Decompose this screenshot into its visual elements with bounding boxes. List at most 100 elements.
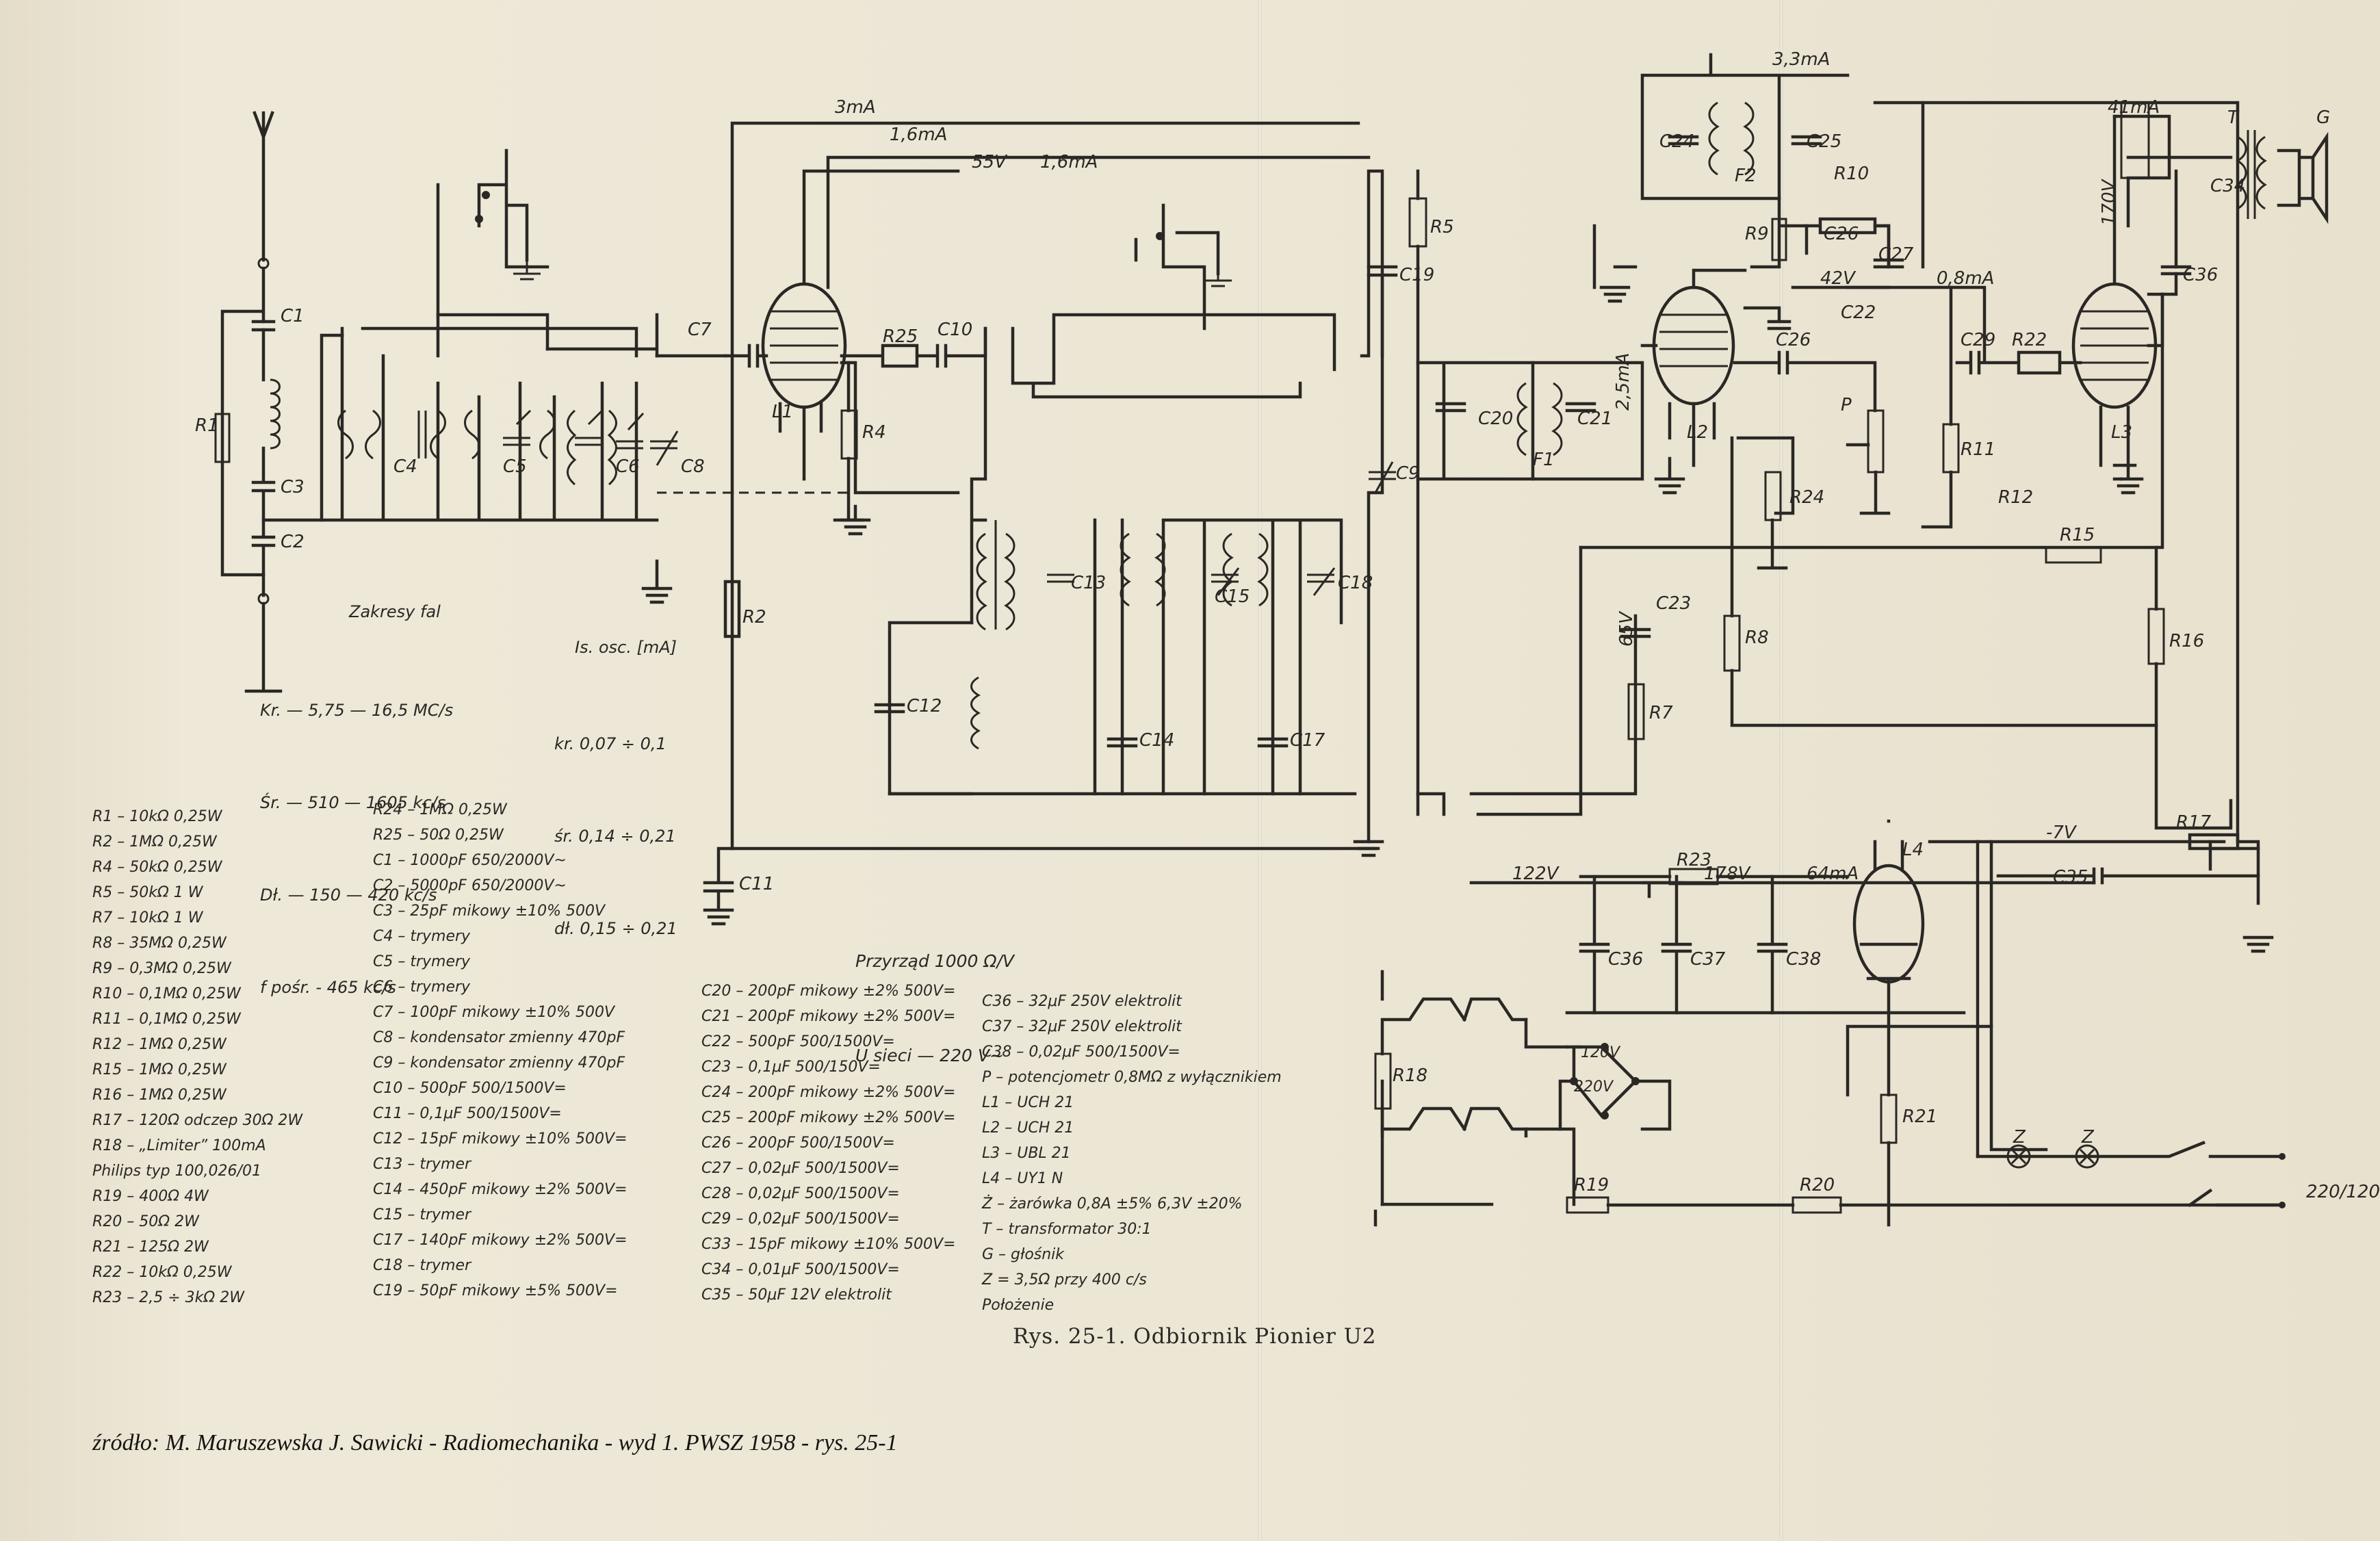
part-spec: L1 – UCH 21 (982, 1094, 1074, 1111)
label-r24: R24 (1789, 487, 1824, 508)
label-l2: L2 (1687, 422, 1708, 443)
voltage-3ma: 3mA (835, 97, 876, 118)
volume-potentiometer (1736, 409, 1891, 570)
part-spec: L2 – UCH 21 (982, 1119, 1074, 1137)
label-c17: C17 (1290, 730, 1325, 751)
label-c4: C4 (393, 456, 417, 477)
part-spec: C21 – 200pF mikowy ±2% 500V= (701, 1008, 956, 1025)
voltage-41ma: 41mA (2108, 97, 2160, 118)
voltage-120v: 120V (1581, 1044, 1621, 1061)
label-r22: R22 (2012, 330, 2047, 350)
voltage-33ma: 3,3mA (1772, 49, 1830, 70)
label-z2: Z (2081, 1127, 2095, 1148)
part-spec: C29 – 0,02μF 500/1500V= (701, 1210, 900, 1228)
label-t: T (2227, 107, 2240, 128)
label-c86: C36 (2183, 265, 2218, 285)
part-spec: Położenie (982, 1297, 1055, 1314)
part-spec: C12 – 15pF mikowy ±10% 500V= (373, 1130, 628, 1148)
label-r21: R21 (1902, 1106, 1937, 1127)
label-c37: C37 (1690, 949, 1726, 970)
range-row: Dł. — 150 — 420 kc/s (260, 885, 437, 905)
label-r5: R5 (1430, 217, 1454, 237)
part-spec: C20 – 200pF mikowy ±2% 500V= (701, 983, 956, 1000)
label-f1: F1 (1533, 450, 1555, 470)
band-switch-center (1011, 169, 1427, 857)
label-r23: R23 (1677, 850, 1711, 870)
tube-l1 (723, 155, 1371, 495)
part-spec: C28 – 0,02μF 500/1500V= (701, 1185, 900, 1202)
label-z1: Z (2013, 1127, 2026, 1148)
feedback-network (1579, 292, 2274, 1152)
part-spec: P – potencjometr 0,8MΩ z wyłącznikiem (982, 1069, 1282, 1086)
voltage-122v: 122V (1512, 864, 1560, 884)
voltage-64ma: 64mA (1807, 864, 1859, 884)
parts-list-3: C20 – 200pF mikowy ±2% 500V= C21 – 200pF … (701, 979, 956, 1308)
range-row: Śr. — 510 — 1605 kc/s (260, 793, 446, 812)
label-r19: R19 (1574, 1175, 1609, 1195)
label-c22: C22 (1841, 302, 1876, 323)
range-row: f pośr. - 465 kc/s (260, 978, 396, 997)
paper-fold (1779, 0, 1783, 1541)
part-spec: R10 – 0,1MΩ 0,25W (92, 985, 241, 1002)
label-c1: C1 (281, 306, 305, 326)
label-c15: C15 (1215, 586, 1250, 607)
part-spec: C11 – 0,1μF 500/1500V= (373, 1105, 562, 1122)
label-c5: C5 (503, 456, 527, 477)
label-r17: R17 (2176, 812, 2212, 833)
part-spec: C1 – 1000pF 650/2000V~ (373, 852, 567, 869)
part-spec: T – transformator 30:1 (982, 1221, 1152, 1238)
part-spec: R24 – 1MΩ 0,25W (373, 801, 507, 818)
label-c3: C3 (281, 477, 305, 497)
part-spec: C15 – trymer (373, 1206, 471, 1223)
voltage-08ma: 0,8mA (1937, 268, 1994, 289)
part-spec: R17 – 120Ω odczep 30Ω 2W (92, 1112, 303, 1129)
part-spec: C36 – 32μF 250V elektrolit (982, 993, 1182, 1010)
label-c20: C20 (1478, 409, 1513, 429)
part-spec: R5 – 50kΩ 1 W (92, 884, 203, 901)
label-r12: R12 (1998, 487, 2033, 508)
osc-current-title: Is. osc. [mA] (575, 638, 677, 657)
mixer-passives (657, 121, 1377, 926)
label-r11: R11 (1961, 439, 1995, 460)
voltage-m7v: -7V (2046, 823, 2078, 843)
heater-chain (1373, 970, 2281, 1227)
label-p: P (1841, 395, 1852, 415)
part-spec: R18 – „Limiter” 100mA (92, 1137, 266, 1154)
part-spec: R25 – 50Ω 0,25W (373, 827, 504, 844)
voltage-65v: 65V (1616, 610, 1637, 647)
label-r2: R2 (742, 607, 766, 627)
part-spec: R22 – 10kΩ 0,25W (92, 1264, 232, 1281)
osc-row: kr. 0,07 ÷ 0,1 (554, 734, 667, 753)
part-spec: C19 – 50pF mikowy ±5% 500V= (373, 1282, 618, 1299)
mains-voltage: 220/120V (2306, 1182, 2380, 1202)
label-r25: R25 (883, 326, 918, 347)
label-r18: R18 (1393, 1065, 1427, 1086)
voltage-55v: 55V (972, 152, 1008, 172)
label-g: G (2316, 107, 2330, 128)
part-spec: C6 – trymery (373, 979, 471, 996)
label-c14: C14 (1139, 730, 1174, 751)
part-spec: C35 – 50μF 12V elektrolit (701, 1286, 892, 1304)
paper-fold (1258, 0, 1262, 1541)
part-spec: R7 – 10kΩ 1 W (92, 909, 203, 927)
label-c2: C2 (281, 532, 305, 552)
part-spec: R11 – 0,1MΩ 0,25W (92, 1011, 241, 1028)
part-spec: G – głośnik (982, 1246, 1065, 1263)
part-spec: R8 – 35MΩ 0,25W (92, 935, 227, 952)
label-c6: C6 (616, 456, 640, 477)
part-spec: R20 – 50Ω 2W (92, 1213, 199, 1230)
part-spec: R19 – 400Ω 4W (92, 1188, 209, 1205)
oscillator-coils (874, 326, 1357, 796)
instrument-line: Przyrząd 1000 Ω/V (855, 951, 1015, 971)
label-c38: C38 (1786, 949, 1821, 970)
mains-section (1846, 840, 2286, 1208)
label-c19: C19 (1399, 265, 1434, 285)
part-spec: C26 – 200pF 500/1500V= (701, 1135, 895, 1152)
part-spec: C25 – 200pF mikowy ±2% 500V= (701, 1109, 956, 1126)
voltage-178v: 178V (1704, 864, 1752, 884)
label-c12: C12 (907, 696, 942, 716)
label-c21: C21 (1577, 409, 1612, 429)
part-spec: R15 – 1MΩ 0,25W (92, 1061, 227, 1078)
part-spec: R1 – 10kΩ 0,25W (92, 808, 222, 825)
part-spec: C7 – 100pF mikowy ±10% 500V (373, 1004, 615, 1021)
